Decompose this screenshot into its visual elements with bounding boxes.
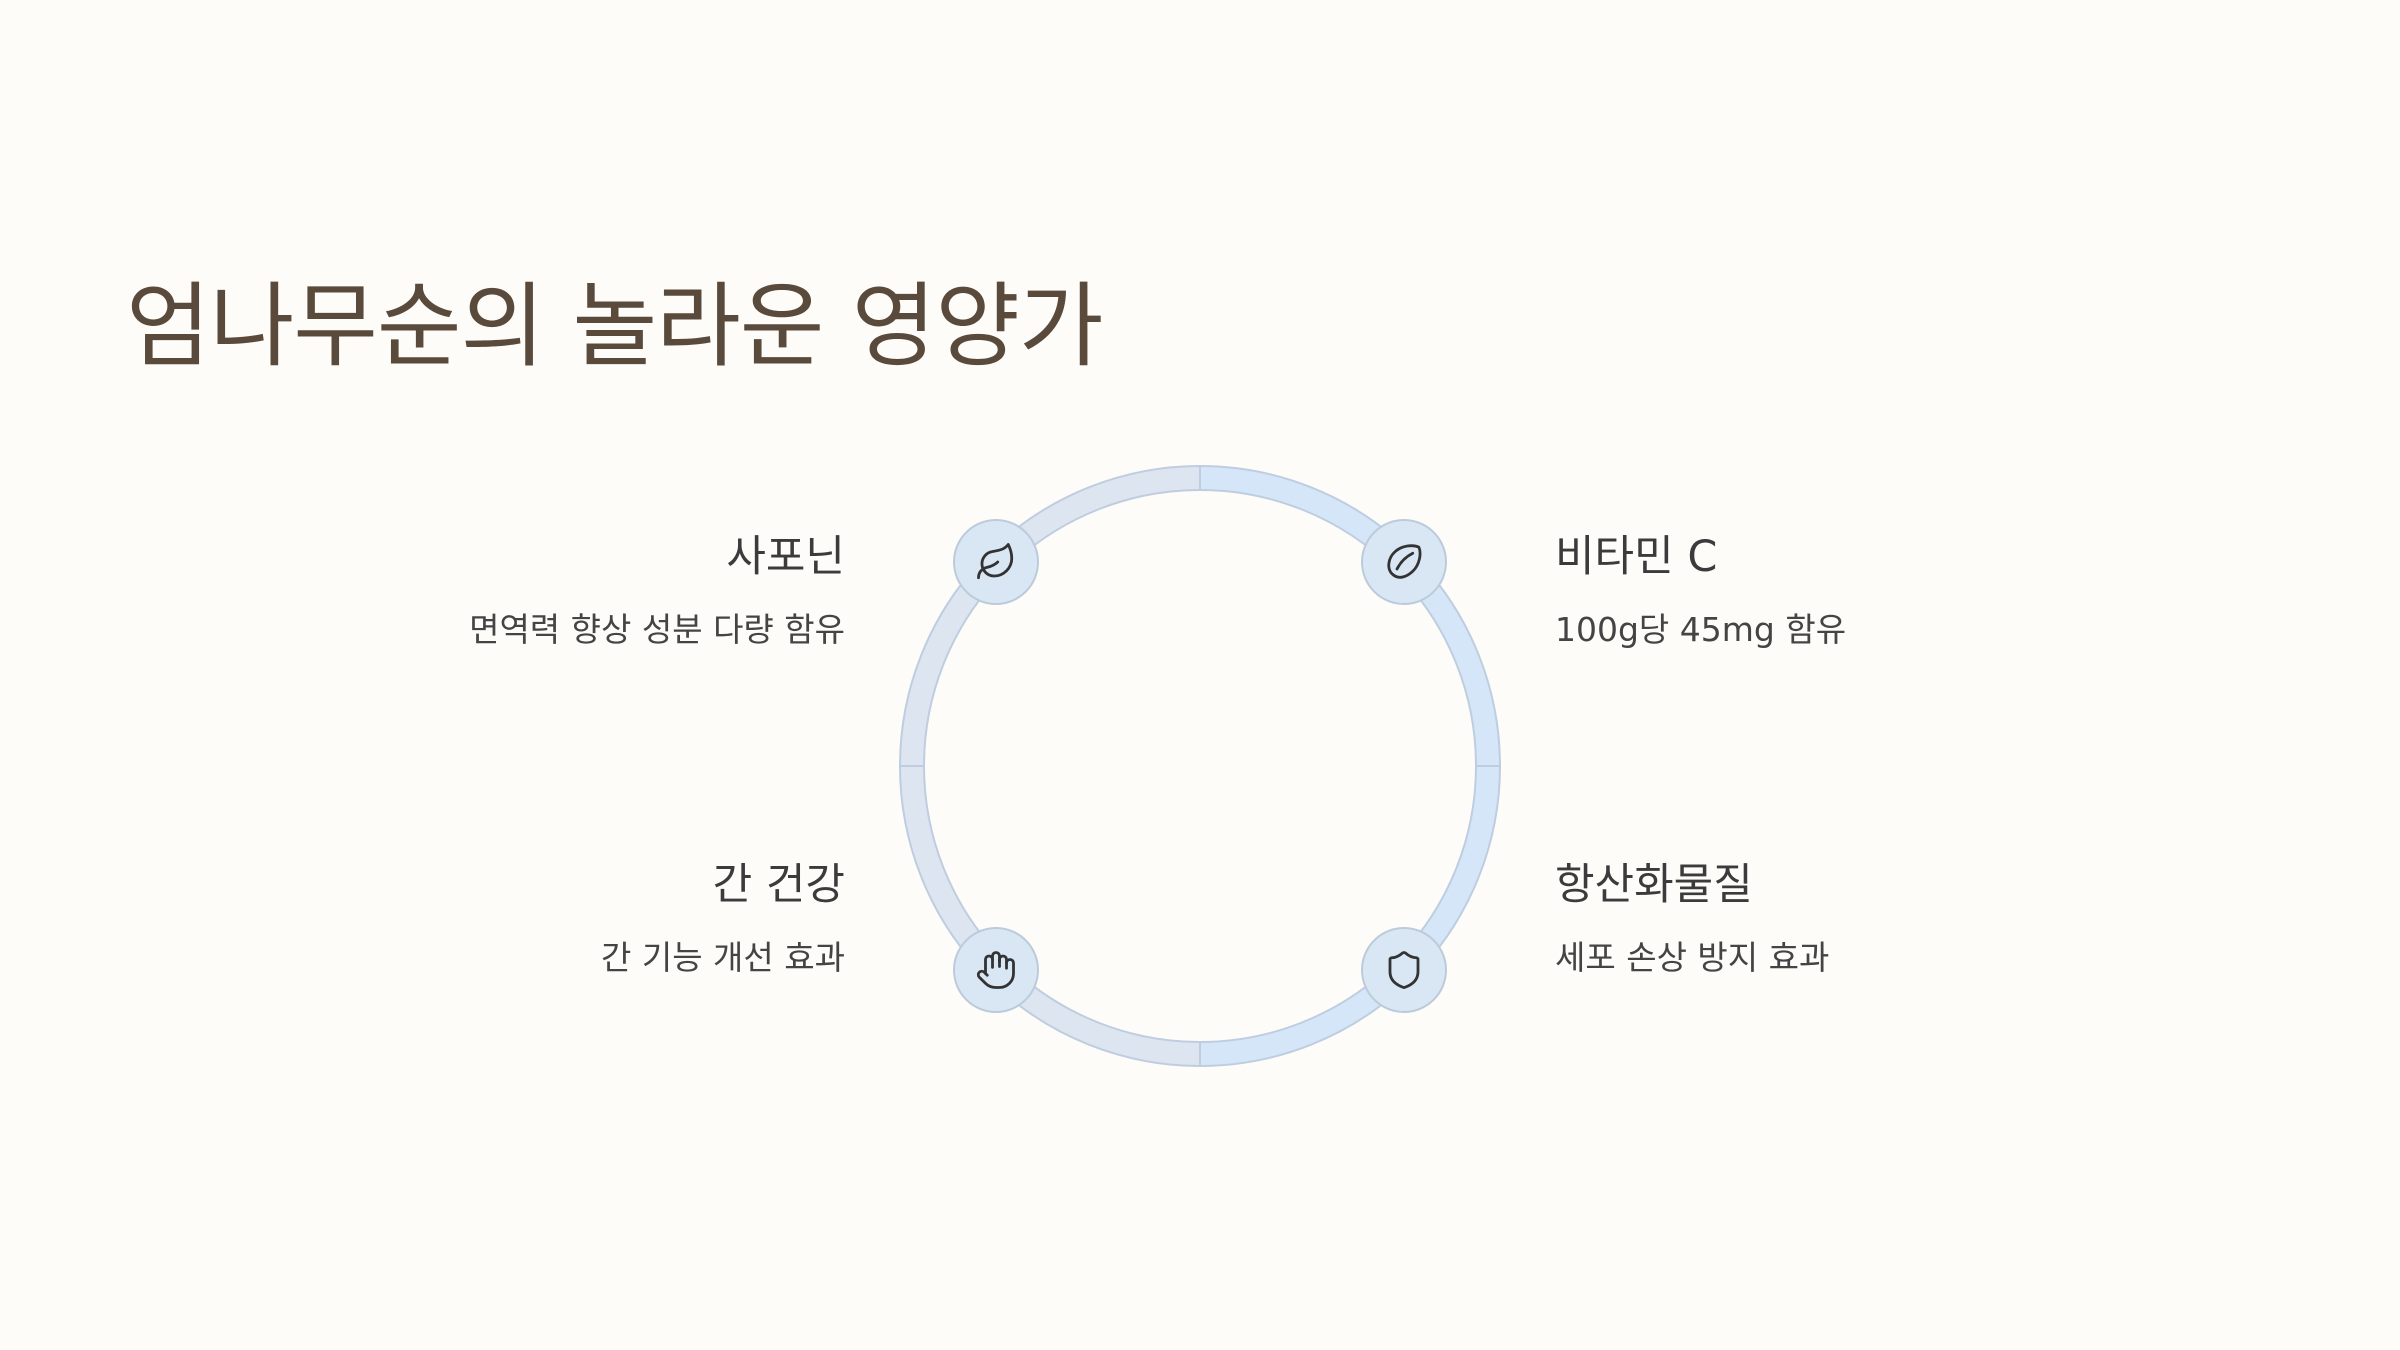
node-vitamin-c bbox=[1361, 519, 1447, 605]
item-description: 세포 손상 방지 효과 bbox=[1555, 937, 1830, 977]
item-liver: 간 건강 간 기능 개선 효과 bbox=[325, 860, 845, 977]
node-saponin bbox=[953, 519, 1039, 605]
node-antioxidant bbox=[1361, 927, 1447, 1013]
item-title: 항산화물질 bbox=[1555, 860, 1753, 910]
ring-segment-top-right bbox=[1199, 464, 1502, 767]
lemon-icon bbox=[1387, 544, 1422, 579]
item-saponin: 사포닌 면역력 향상 성분 다량 함유 bbox=[325, 532, 845, 649]
item-description: 100g당 45mg 함유 bbox=[1555, 609, 1847, 649]
page-title: 엄나무순의 놀라운 영양가 bbox=[126, 273, 1104, 380]
ring-segment-top-left bbox=[898, 464, 1201, 767]
node-liver bbox=[953, 927, 1039, 1013]
item-title: 간 건강 bbox=[712, 860, 845, 910]
item-title: 사포닌 bbox=[726, 532, 845, 582]
item-description: 면역력 향상 성분 다량 함유 bbox=[469, 609, 845, 649]
item-vitamin-c: 비타민 C 100g당 45mg 함유 bbox=[1555, 532, 2075, 649]
ring-segment-bottom-right bbox=[1199, 765, 1502, 1068]
item-antioxidant: 항산화물질 세포 손상 방지 효과 bbox=[1555, 860, 2075, 977]
ring-segment-bottom-left bbox=[898, 765, 1201, 1068]
item-description: 간 기능 개선 효과 bbox=[601, 937, 845, 977]
leaf-icon bbox=[977, 543, 1014, 580]
shield-icon bbox=[1388, 951, 1420, 989]
hand-icon bbox=[976, 951, 1015, 989]
item-title: 비타민 C bbox=[1555, 532, 1718, 582]
